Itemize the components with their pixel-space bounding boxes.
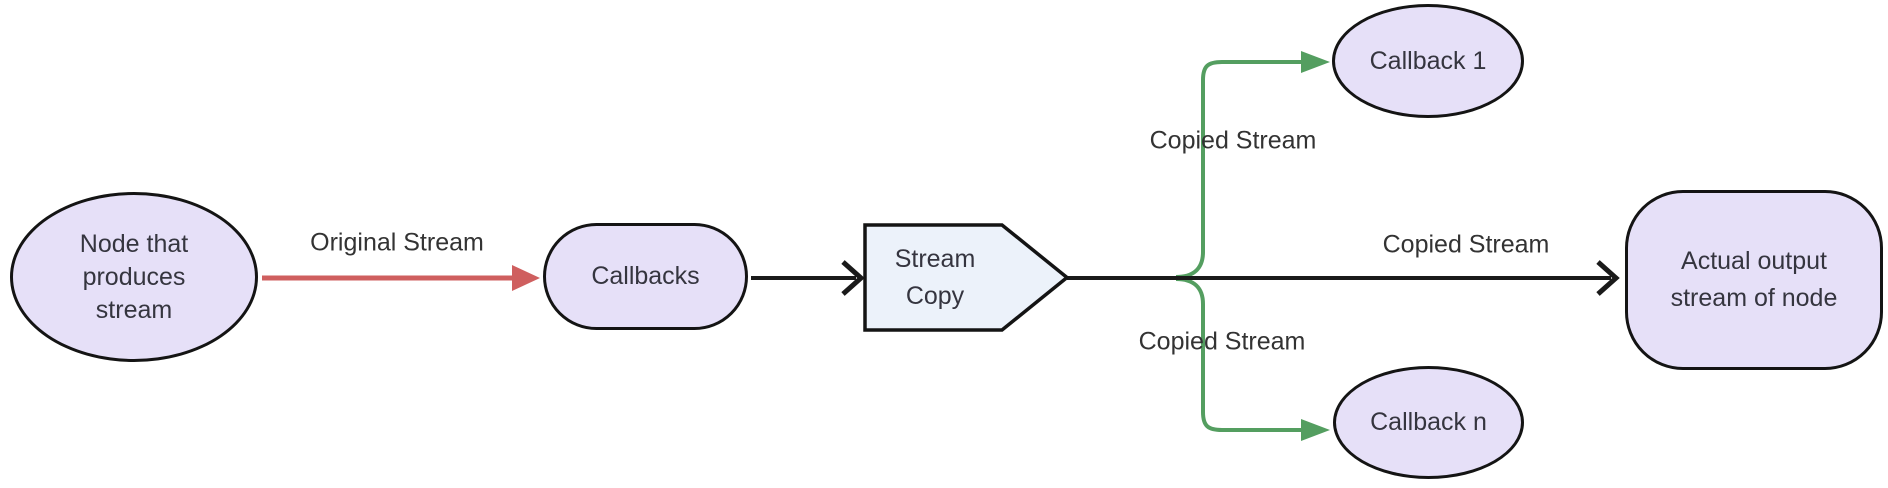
node-callback-n-label: Callback n	[1370, 408, 1487, 436]
arrowhead-red-icon	[512, 265, 540, 291]
arrowhead-black-right-icon	[1596, 260, 1620, 296]
node-source: Node that produces stream	[10, 192, 258, 362]
arrowhead-green-down-icon	[1301, 419, 1330, 441]
edge-copied-stream-up	[1175, 60, 1301, 279]
node-callback-1: Callback 1	[1332, 4, 1524, 118]
edge-label-original-stream: Original Stream	[310, 228, 484, 257]
arrowhead-green-up-icon	[1301, 51, 1330, 73]
node-actual-output: Actual output stream of node	[1625, 190, 1883, 370]
node-source-line: produces	[82, 262, 186, 291]
node-source-line: stream	[95, 295, 173, 324]
arrowhead-black-mid-icon	[841, 260, 865, 296]
node-stream-copy-line: Stream	[894, 244, 976, 273]
edge-label-copied-stream-top: Copied Stream	[1149, 126, 1317, 155]
edge-label-copied-stream-middle: Copied Stream	[1382, 230, 1550, 259]
edge-copied-stream-down	[1175, 277, 1301, 432]
edge-label-copied-stream-bottom: Copied Stream	[1138, 327, 1306, 356]
node-stream-copy: Stream Copy	[865, 225, 1005, 330]
node-actual-output-line: Actual output	[1681, 247, 1827, 275]
node-callbacks-label: Callbacks	[591, 262, 700, 290]
stream-copy-shape	[863, 223, 1070, 332]
node-source-line: Node that	[79, 229, 189, 258]
node-callback-1-label: Callback 1	[1369, 46, 1487, 75]
node-actual-output-line: stream of node	[1670, 284, 1838, 312]
node-callbacks: Callbacks	[543, 223, 748, 330]
node-callback-n: Callback n	[1333, 366, 1524, 479]
node-stream-copy-line: Copy	[905, 281, 965, 310]
